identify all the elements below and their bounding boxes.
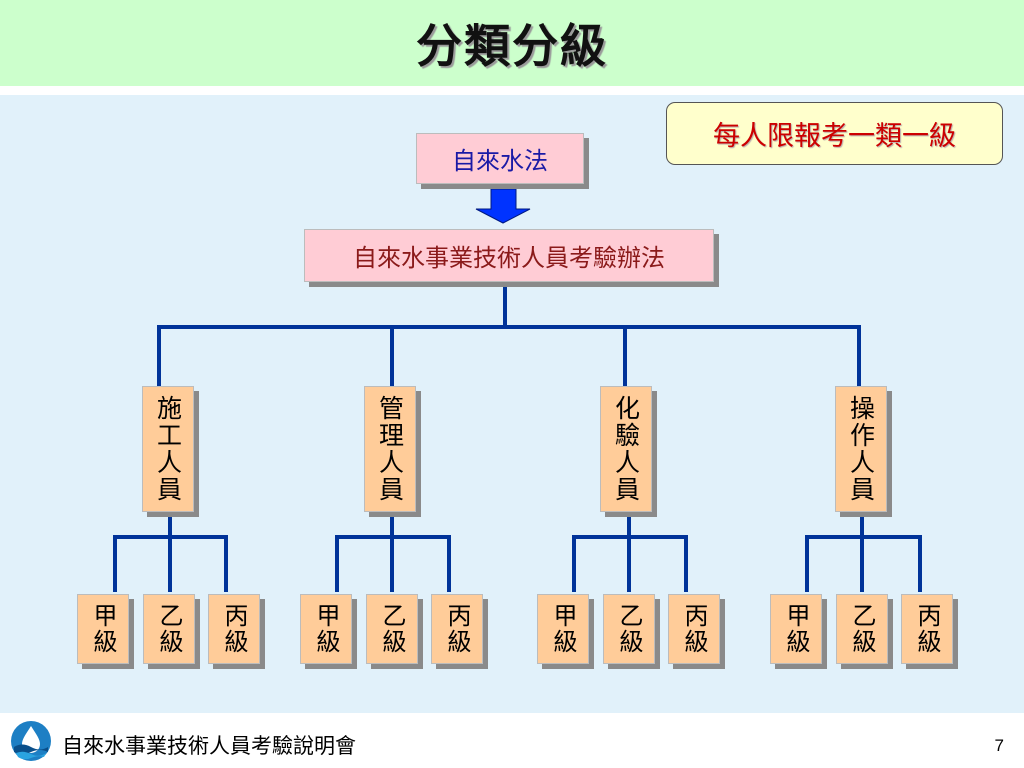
slide-title: 分類分級	[416, 19, 608, 73]
water-drop-logo-icon	[11, 721, 51, 761]
grade-node: 甲級	[77, 594, 129, 664]
category-lab-testing: 化驗人員	[600, 386, 652, 512]
grade-node: 乙級	[143, 594, 195, 664]
grade-node: 丙級	[668, 594, 720, 664]
title-band	[0, 0, 1024, 86]
grade-node: 丙級	[208, 594, 260, 664]
grade-node: 甲級	[300, 594, 352, 664]
footer-bar	[0, 713, 1024, 768]
grade-node: 甲級	[770, 594, 822, 664]
grade-node: 甲級	[537, 594, 589, 664]
page-number: 7	[994, 736, 1004, 755]
category-management: 管理人員	[364, 386, 416, 512]
category-operation: 操作人員	[835, 386, 887, 512]
grade-node: 乙級	[836, 594, 888, 664]
down-arrow-icon	[475, 188, 531, 224]
footer-title: 自來水事業技術人員考驗說明會	[62, 734, 356, 758]
grade-node: 乙級	[603, 594, 655, 664]
grade-node: 丙級	[901, 594, 953, 664]
category-construction: 施工人員	[142, 386, 194, 512]
notice-box: 每人限報考一類一級	[666, 102, 1003, 165]
root-node-water-act: 自來水法	[416, 133, 584, 184]
regulation-node: 自來水事業技術人員考驗辦法	[304, 229, 714, 282]
grade-node: 乙級	[366, 594, 418, 664]
grade-node: 丙級	[431, 594, 483, 664]
